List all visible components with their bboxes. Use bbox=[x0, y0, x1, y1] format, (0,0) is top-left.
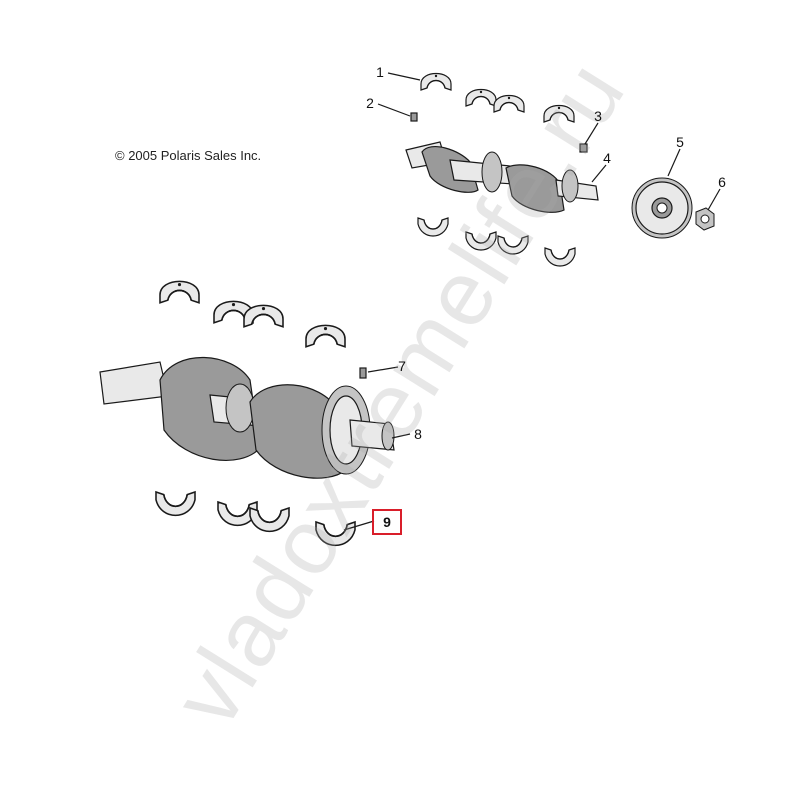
bearing-shell bbox=[159, 280, 200, 304]
bearing-shell bbox=[543, 104, 575, 123]
bearing-shell bbox=[420, 72, 452, 91]
bearing-shell bbox=[243, 304, 284, 328]
bearing-shell bbox=[249, 507, 290, 533]
bearing-shell bbox=[417, 217, 449, 237]
callout-9-highlighted[interactable]: 9 bbox=[372, 509, 402, 535]
callout-3[interactable]: 3 bbox=[594, 108, 602, 124]
key-pin bbox=[579, 143, 588, 153]
callout-6[interactable]: 6 bbox=[718, 174, 726, 190]
bearing-shell bbox=[493, 94, 525, 113]
bearing-shell bbox=[465, 231, 497, 251]
crankshaft-top bbox=[405, 141, 599, 213]
bearing-shell bbox=[544, 247, 576, 267]
bearing-shell bbox=[155, 491, 196, 517]
callout-2[interactable]: 2 bbox=[366, 95, 374, 111]
leader-lines bbox=[343, 72, 721, 531]
bottom-assembly bbox=[99, 280, 395, 547]
callout-8[interactable]: 8 bbox=[414, 426, 422, 442]
copyright-notice: © 2005 Polaris Sales Inc. bbox=[115, 148, 262, 163]
drive-gear bbox=[631, 177, 693, 239]
callout-5[interactable]: 5 bbox=[676, 134, 684, 150]
callout-7[interactable]: 7 bbox=[398, 358, 406, 374]
callout-1[interactable]: 1 bbox=[376, 64, 384, 80]
bearing-shell bbox=[315, 521, 356, 547]
key-pin bbox=[410, 112, 418, 122]
callout-4[interactable]: 4 bbox=[603, 150, 611, 166]
bearing-shell bbox=[465, 88, 497, 107]
nut bbox=[695, 207, 715, 231]
top-assembly bbox=[405, 72, 715, 267]
crankshaft-bottom bbox=[99, 356, 395, 479]
key-pin bbox=[359, 367, 367, 379]
bearing-shell bbox=[497, 235, 529, 255]
bearing-shell bbox=[305, 324, 346, 348]
